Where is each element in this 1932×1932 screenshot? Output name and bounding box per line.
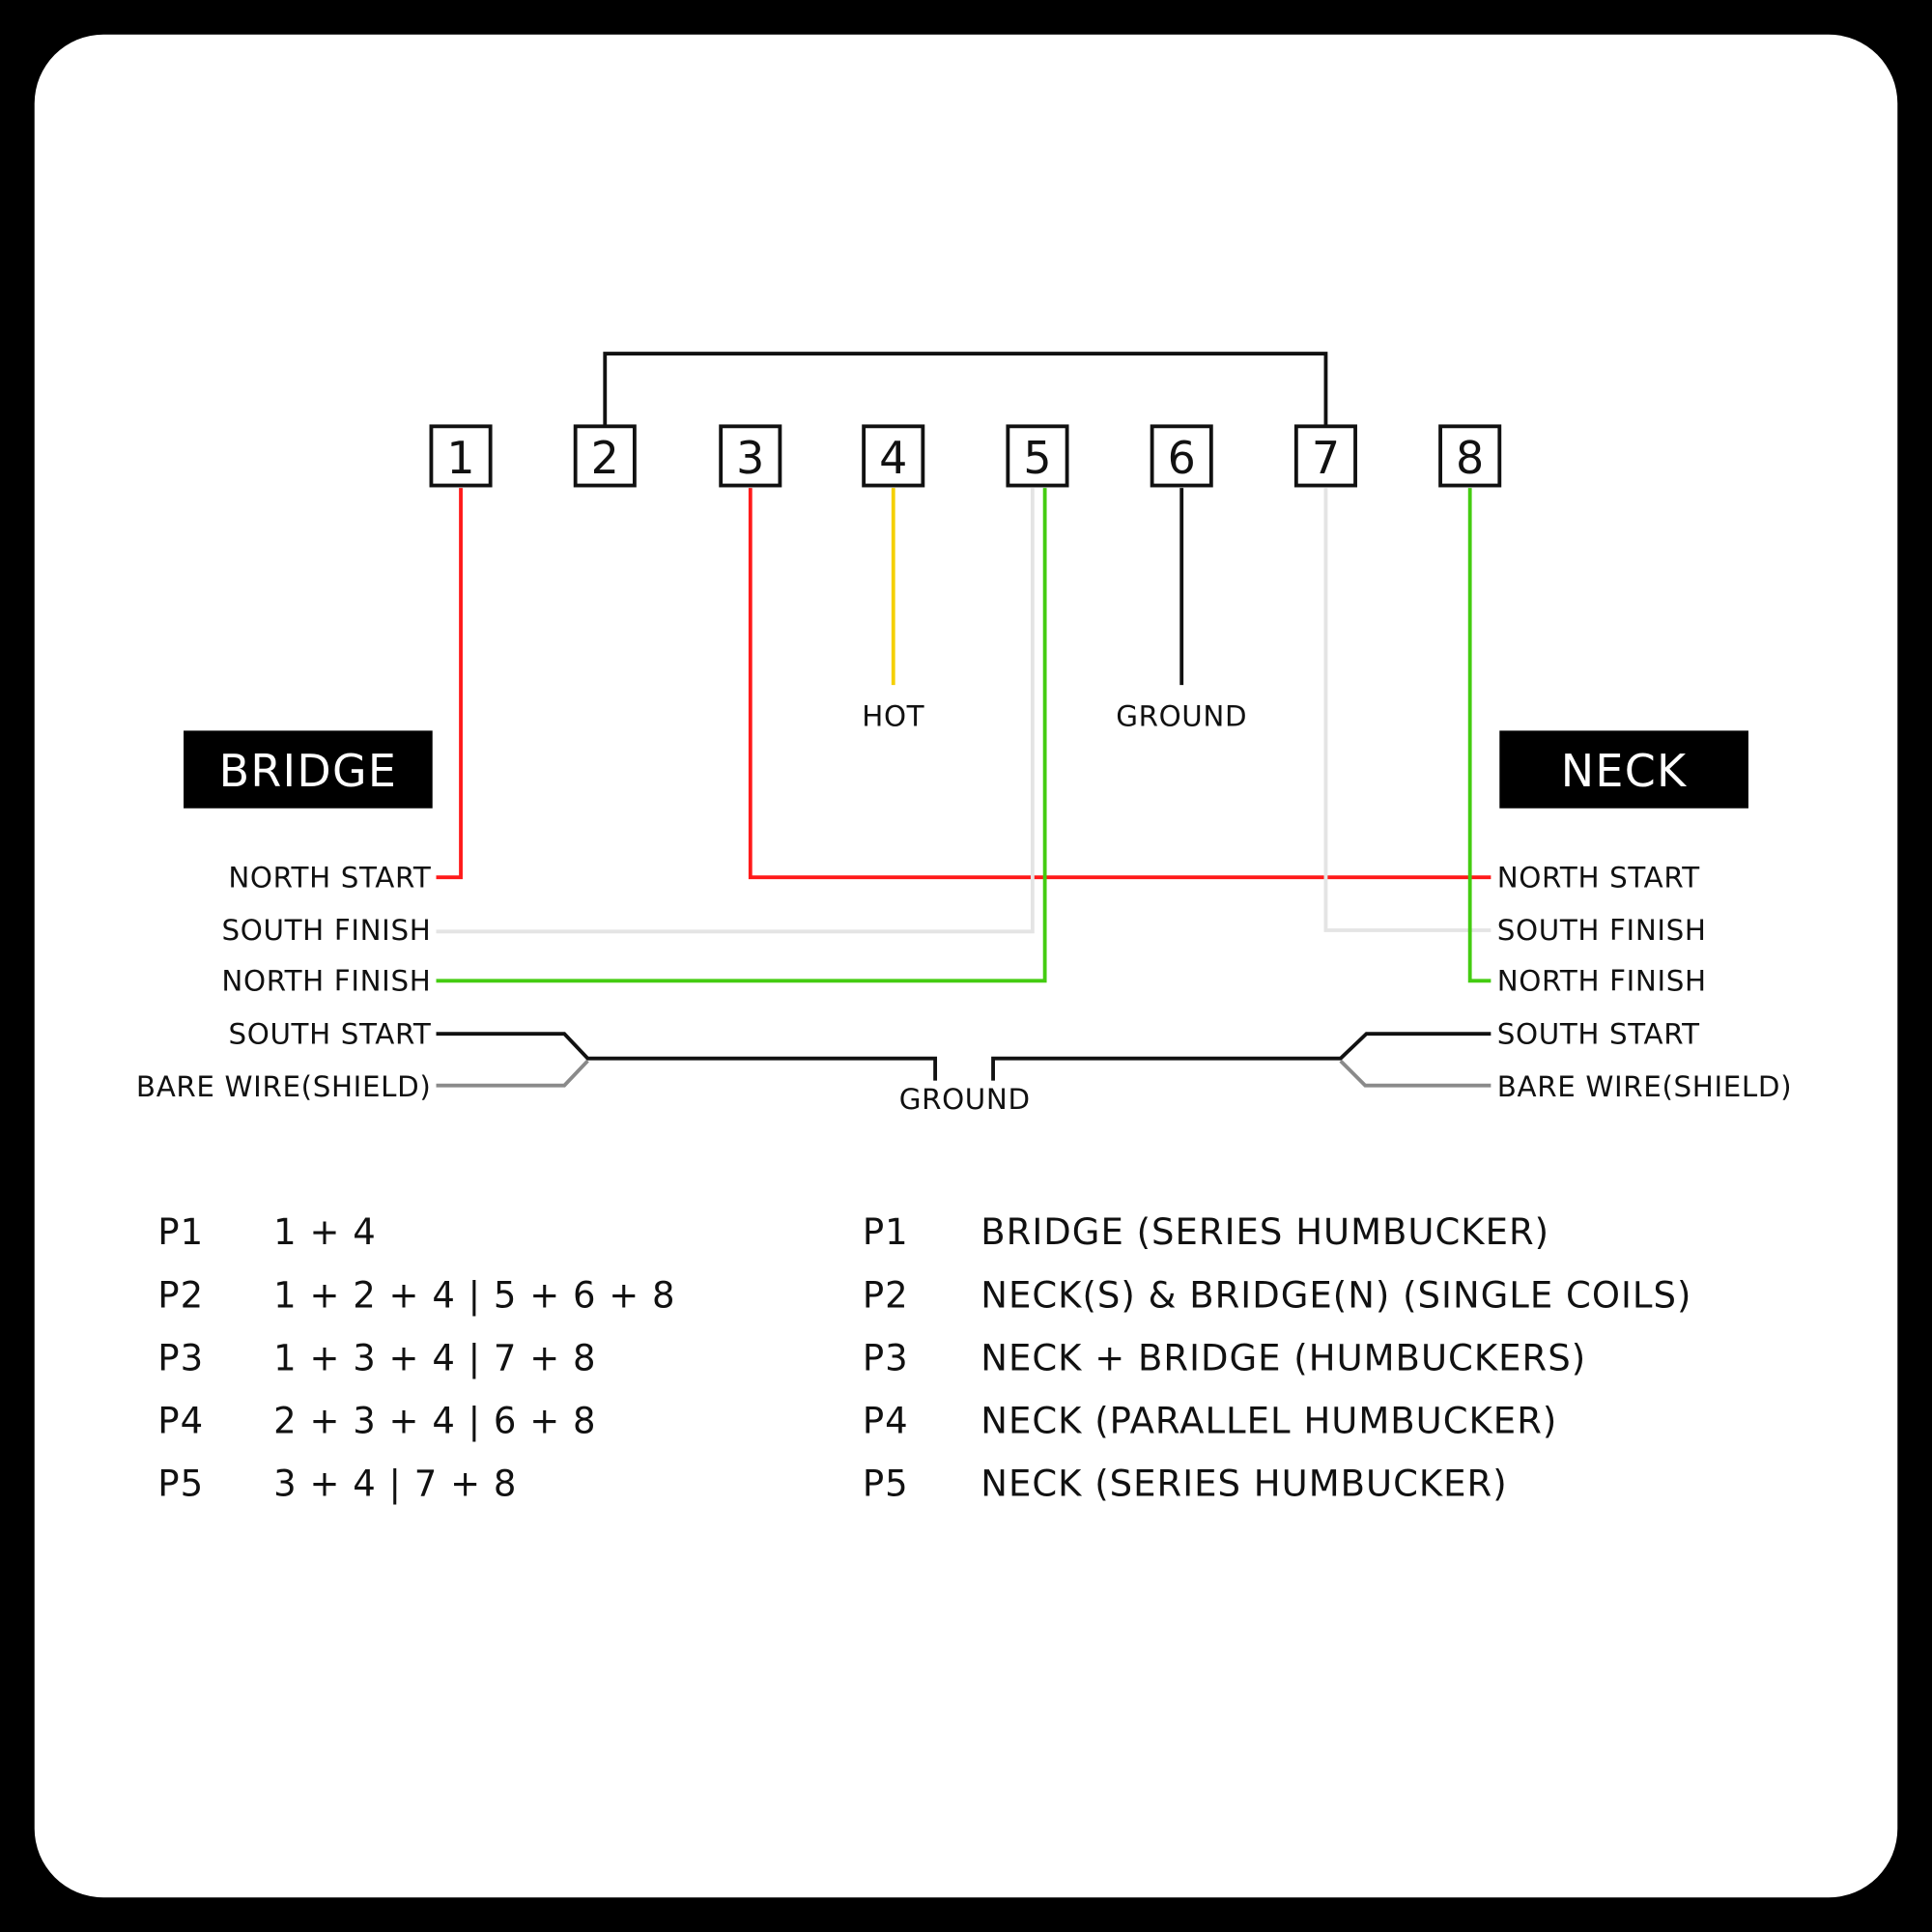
position-label: P2: [157, 1274, 204, 1316]
neck-north-start-label: NORTH START: [1497, 861, 1700, 894]
terminal-label: 1: [446, 432, 474, 484]
terminal-label: 6: [1168, 432, 1196, 484]
position-label: P2: [863, 1274, 909, 1316]
terminal-2: 2: [573, 424, 637, 488]
jumper-2-7: [603, 352, 1328, 427]
terminal-8: 8: [1438, 424, 1502, 488]
bridge-south-start-wire: [436, 1032, 938, 1081]
bridge-tag-label: BRIDGE: [219, 745, 398, 797]
terminal-7: 7: [1293, 424, 1357, 488]
position-label: P1: [863, 1211, 909, 1253]
position-label: P4: [863, 1400, 909, 1441]
position-description: NECK(S) & BRIDGE(N) (SINGLE COILS): [980, 1274, 1691, 1316]
terminal-4: 4: [862, 424, 925, 488]
wire-5-bridge-north-finish: [436, 488, 1047, 983]
bridge-shield-wire: [436, 1059, 589, 1088]
neck-south-finish-label: SOUTH FINISH: [1497, 914, 1707, 947]
position-label: P3: [157, 1337, 204, 1378]
card-background: [34, 34, 1898, 1898]
terminal-label: 3: [736, 432, 764, 484]
position-label: P4: [157, 1400, 204, 1441]
position-terminals: 1 + 3 + 4 | 7 + 8: [273, 1337, 596, 1379]
terminal-label: 4: [879, 432, 907, 484]
wire-5-bridge-south-finish: [436, 488, 1035, 934]
neck-north-finish-label: NORTH FINISH: [1497, 965, 1707, 998]
position-description: NECK (SERIES HUMBUCKER): [980, 1463, 1507, 1504]
terminal-combination-table: P1 1 + 4 P2 1 + 2 + 4 | 5 + 6 + 8 P3 1 +…: [157, 1211, 675, 1505]
neck-tag: NECK: [1499, 730, 1748, 809]
terminal-1: 1: [429, 424, 493, 488]
neck-south-start-wire: [991, 1032, 1492, 1081]
position-terminals: 1 + 2 + 4 | 5 + 6 + 8: [273, 1274, 675, 1317]
position-terminals: 2 + 3 + 4 | 6 + 8: [273, 1400, 596, 1442]
ground-label-top: GROUND: [1116, 699, 1247, 732]
terminal-3: 3: [719, 424, 782, 488]
wire-3-neck-north-start: [748, 488, 1492, 880]
terminal-label: 2: [591, 432, 619, 484]
wire-1-bridge-north-start: [436, 488, 463, 880]
ground-label-bottom: GROUND: [899, 1083, 1031, 1116]
position-description: BRIDGE (SERIES HUMBUCKER): [980, 1211, 1549, 1253]
bridge-north-start-label: NORTH START: [228, 861, 431, 894]
bridge-tag: BRIDGE: [184, 730, 433, 809]
position-label: P1: [157, 1211, 204, 1253]
neck-shield-wire: [1339, 1059, 1492, 1088]
neck-bare-wire-label: BARE WIRE(SHIELD): [1497, 1070, 1792, 1103]
position-terminals: 3 + 4 | 7 + 8: [273, 1463, 517, 1505]
terminal-label: 7: [1312, 432, 1340, 484]
bridge-south-start-label: SOUTH START: [228, 1017, 431, 1050]
position-terminals: 1 + 4: [273, 1211, 377, 1253]
terminal-label: 8: [1456, 432, 1484, 484]
terminal-6: 6: [1150, 424, 1213, 488]
bridge-north-finish-label: NORTH FINISH: [221, 965, 431, 998]
terminal-5: 5: [1006, 424, 1069, 488]
position-description-table: P1 BRIDGE (SERIES HUMBUCKER) P2 NECK(S) …: [863, 1211, 1691, 1504]
wire-7-neck-south-finish: [1323, 488, 1492, 932]
bridge-bare-wire-label: BARE WIRE(SHIELD): [136, 1070, 431, 1103]
position-label: P3: [863, 1337, 909, 1378]
wire-8-neck-north-finish: [1467, 488, 1492, 983]
position-description: NECK + BRIDGE (HUMBUCKERS): [980, 1337, 1586, 1378]
position-description: NECK (PARALLEL HUMBUCKER): [980, 1400, 1557, 1441]
terminal-label: 5: [1023, 432, 1051, 484]
neck-south-start-label: SOUTH START: [1497, 1017, 1700, 1050]
bridge-south-finish-label: SOUTH FINISH: [222, 914, 432, 947]
position-label: P5: [863, 1463, 909, 1504]
position-label: P5: [157, 1463, 204, 1504]
neck-tag-label: NECK: [1561, 745, 1688, 797]
hot-label: HOT: [862, 699, 924, 732]
